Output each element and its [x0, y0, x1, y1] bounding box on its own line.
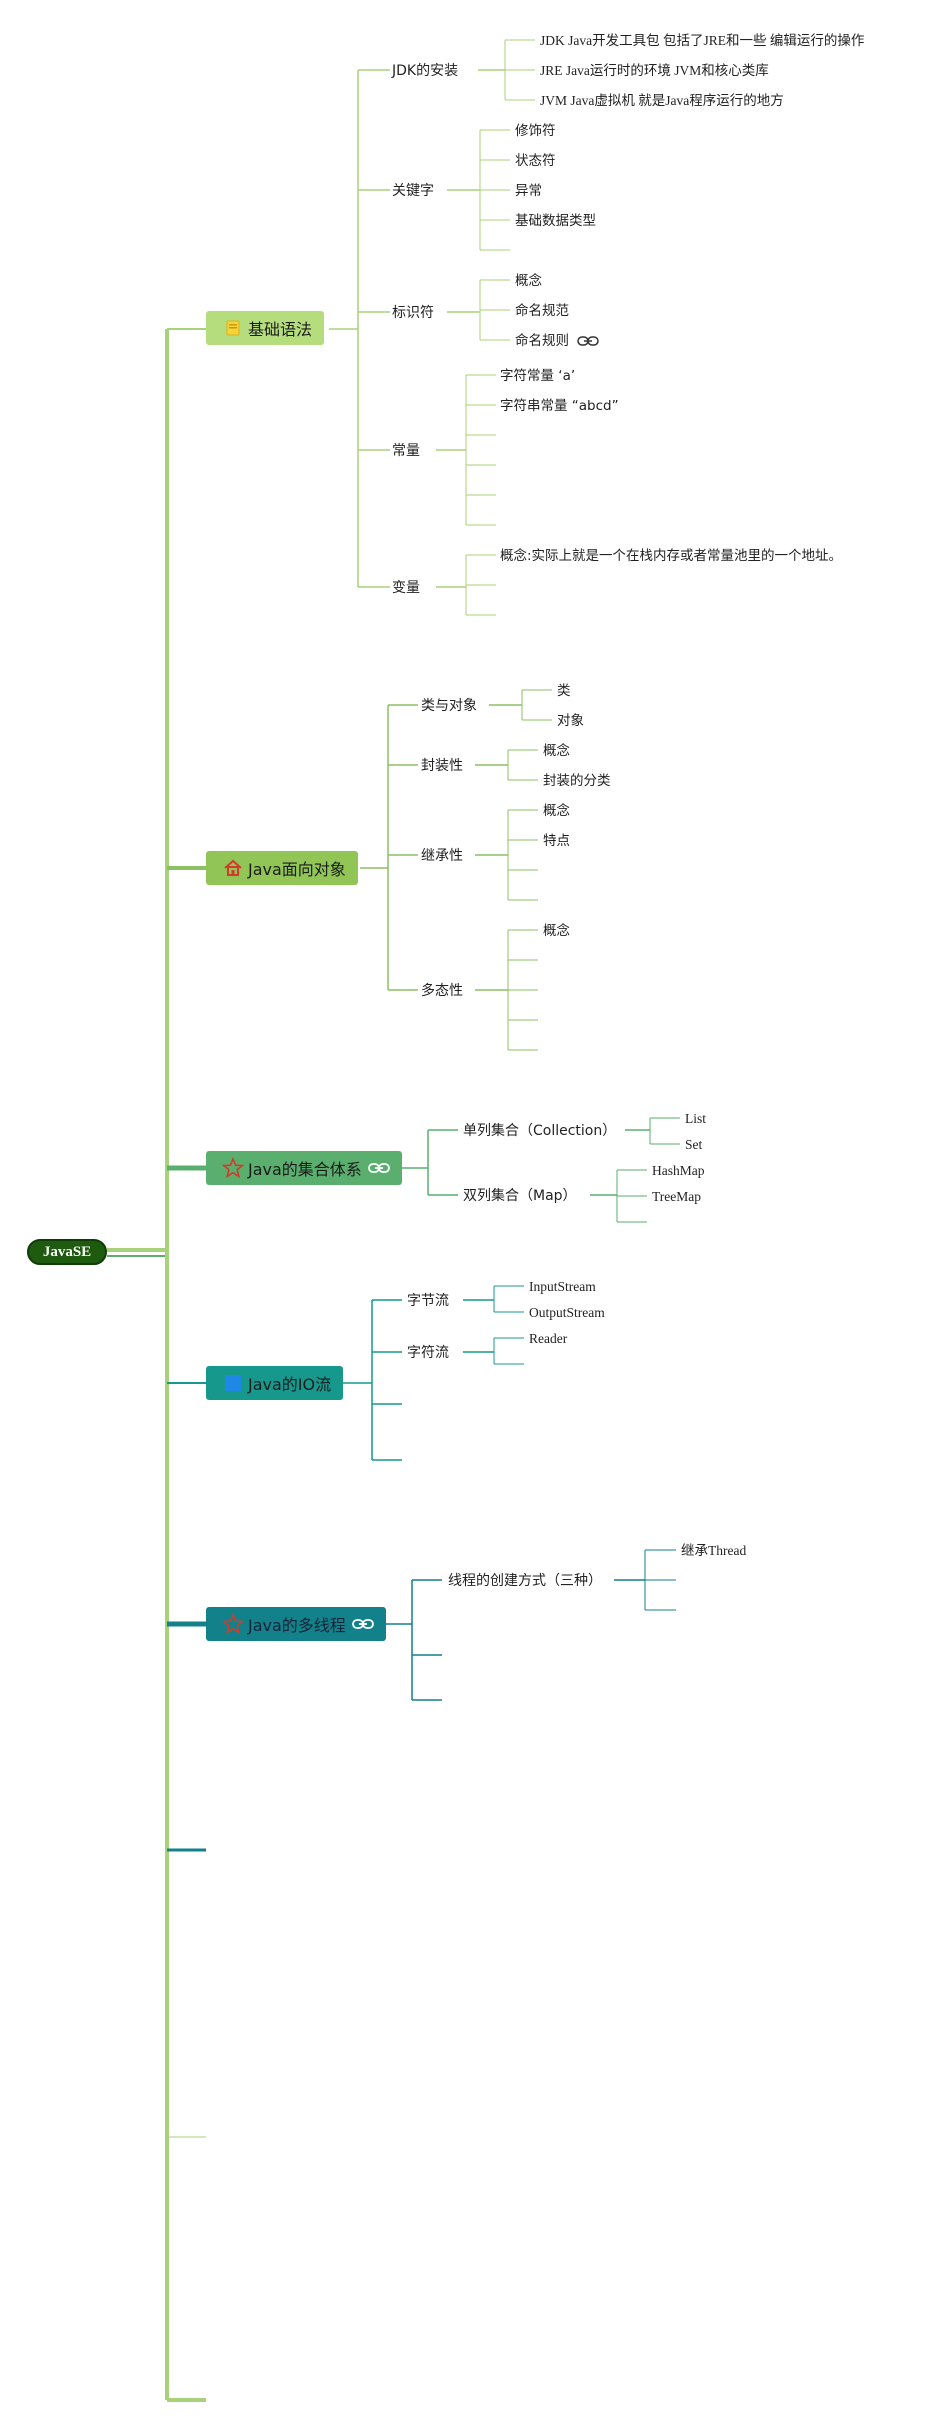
leaf-jdk[interactable]: JDK Java开发工具包 包括了JRE和一些 编辑运行的操作	[540, 33, 865, 48]
subtopic-inheritance[interactable]: 继承性	[421, 848, 463, 864]
leaf-reader[interactable]: Reader	[529, 1331, 568, 1346]
link-icon[interactable]	[577, 335, 600, 347]
leaf-extend-thread[interactable]: 继承Thread	[681, 1543, 747, 1558]
subtopic-polymorphism[interactable]: 多态性	[421, 983, 463, 999]
leaf-inputstream[interactable]: InputStream	[529, 1279, 596, 1294]
leaf-concept[interactable]: 概念	[543, 743, 570, 759]
leaf-string-constant[interactable]: 字符串常量 “abcd”	[500, 398, 619, 414]
leaf-concept[interactable]: 概念	[515, 273, 542, 289]
topic-label: Java的IO流	[248, 1375, 332, 1394]
leaf-modifiers[interactable]: 修饰符	[515, 123, 556, 139]
house-icon	[222, 857, 244, 879]
leaf-list[interactable]: List	[685, 1111, 707, 1126]
square-icon	[222, 1372, 244, 1394]
leaf-hashmap[interactable]: HashMap	[652, 1163, 705, 1178]
leaf-class[interactable]: 类	[557, 683, 571, 699]
subtopic-byte-stream[interactable]: 字节流	[407, 1293, 449, 1309]
subtopic-map[interactable]: 双列集合（Map）	[463, 1188, 577, 1204]
topic-label: 基础语法	[248, 320, 313, 339]
subtopic-keywords[interactable]: 关键字	[392, 183, 434, 199]
leaf-naming-convention[interactable]: 命名规范	[515, 303, 569, 319]
topic-multithreading[interactable]: Java的多线程	[206, 1607, 386, 1641]
leaf-set[interactable]: Set	[685, 1137, 703, 1152]
star-icon	[222, 1157, 244, 1179]
topic-label: Java的集合体系	[248, 1160, 362, 1179]
link-icon[interactable]	[351, 1618, 374, 1630]
topic-oop[interactable]: Java面向对象	[206, 851, 358, 885]
pin-icon	[222, 317, 244, 339]
leaf-encapsulation-types[interactable]: 封装的分类	[543, 773, 611, 789]
leaf-char-constant[interactable]: 字符常量 ‘a’	[500, 368, 576, 384]
leaf-outputstream[interactable]: OutputStream	[529, 1305, 605, 1320]
leaf-jre[interactable]: JRE Java运行时的环境 JVM和核心类库	[540, 63, 769, 78]
subtopic-jdk-install[interactable]: JDK的安装	[392, 63, 459, 79]
leaf-jvm[interactable]: JVM Java虚拟机 就是Java程序运行的地方	[540, 93, 784, 108]
leaf-features[interactable]: 特点	[543, 833, 570, 849]
subtopic-char-stream[interactable]: 字符流	[407, 1345, 449, 1361]
link-icon[interactable]	[367, 1162, 390, 1174]
leaf-label: 命名规则	[515, 333, 569, 349]
leaf-state[interactable]: 状态符	[515, 153, 556, 169]
topic-label: Java的多线程	[248, 1616, 346, 1635]
leaf-concept[interactable]: 概念	[543, 923, 570, 939]
leaf-primitive-types[interactable]: 基础数据类型	[515, 213, 596, 229]
leaf-exception[interactable]: 异常	[515, 183, 542, 199]
subtopic-constants[interactable]: 常量	[392, 443, 420, 459]
topic-basic-syntax[interactable]: 基础语法	[206, 311, 325, 345]
subtopic-variables[interactable]: 变量	[392, 580, 420, 596]
topic-collections[interactable]: Java的集合体系	[206, 1151, 402, 1185]
subtopic-identifiers[interactable]: 标识符	[392, 305, 434, 321]
leaf-naming-rules[interactable]: 命名规则	[515, 331, 600, 351]
leaf-variable-concept[interactable]: 概念:实际上就是一个在栈内存或者常量池里的一个地址。	[500, 548, 843, 564]
subtopic-collection[interactable]: 单列集合（Collection）	[463, 1123, 617, 1139]
subtopic-encapsulation[interactable]: 封装性	[421, 758, 463, 774]
leaf-object[interactable]: 对象	[557, 713, 584, 729]
subtopic-class-object[interactable]: 类与对象	[421, 698, 477, 714]
star-icon	[222, 1613, 244, 1635]
topic-io-streams[interactable]: Java的IO流	[206, 1366, 344, 1400]
leaf-concept[interactable]: 概念	[543, 803, 570, 819]
topic-label: Java面向对象	[248, 860, 346, 879]
subtopic-thread-creation[interactable]: 线程的创建方式（三种）	[448, 1573, 602, 1589]
leaf-treemap[interactable]: TreeMap	[652, 1189, 701, 1204]
root-node[interactable]: JavaSE	[27, 1239, 107, 1265]
